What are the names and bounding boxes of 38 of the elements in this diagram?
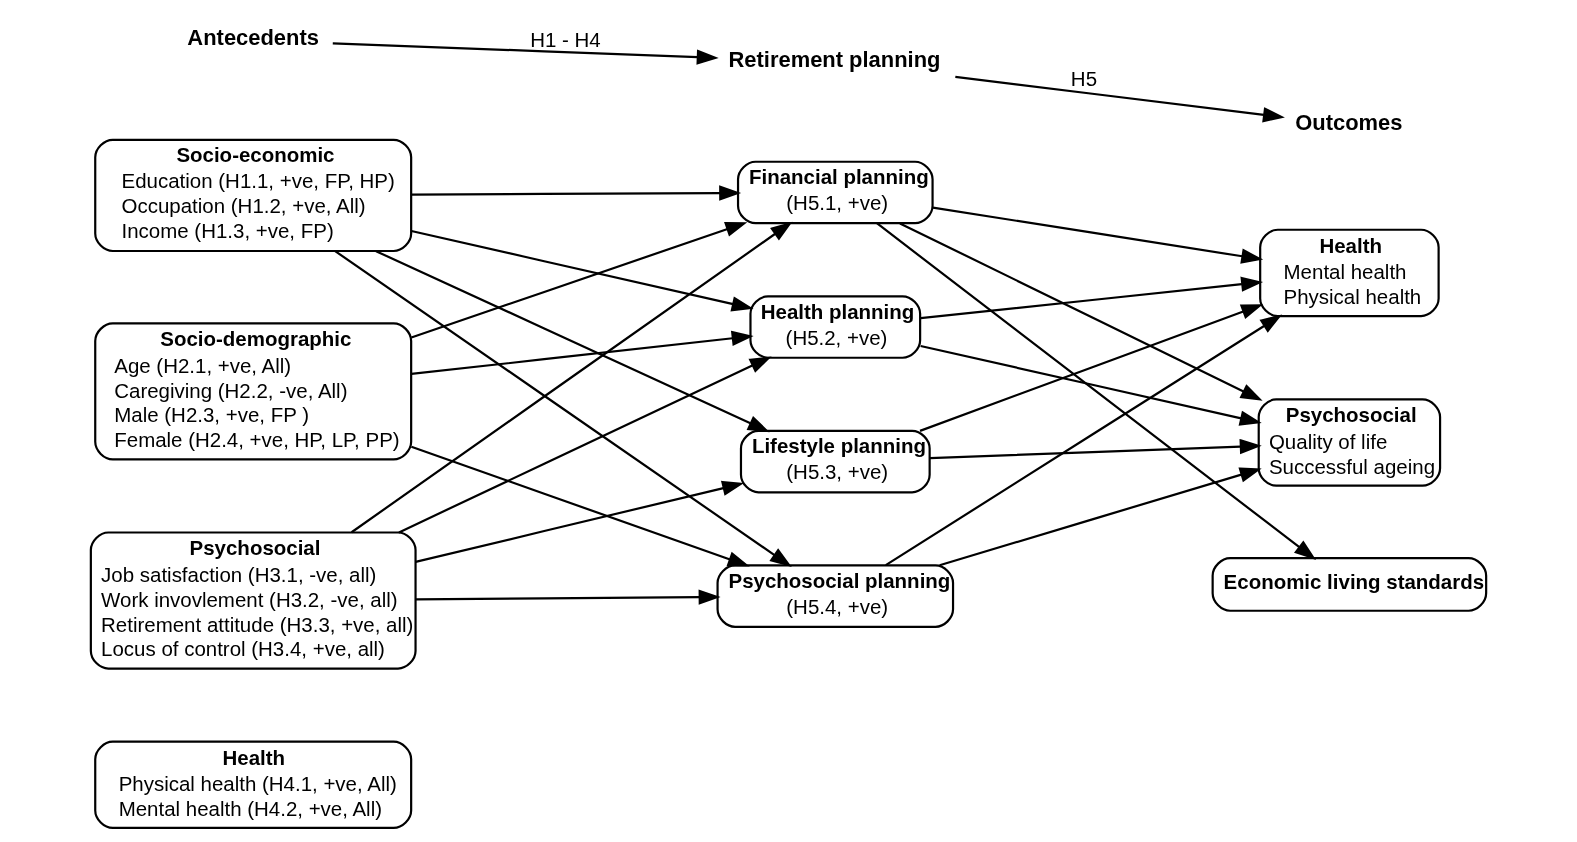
arrow (929, 438, 1262, 460)
arrow (411, 185, 742, 201)
arrow (920, 276, 1264, 320)
arrow (415, 480, 745, 563)
node-box: Economic living standards (1211, 557, 1488, 612)
arrow (899, 222, 1263, 401)
arrow (350, 221, 793, 534)
arrow (332, 42, 719, 65)
arrow (876, 222, 1317, 561)
arrow (411, 330, 754, 376)
node-text: Outcomes (1295, 109, 1403, 135)
node-text: Antecedents (187, 24, 319, 50)
arrow (375, 250, 770, 433)
arrow (919, 304, 1264, 432)
node-box: Psychosocial Quality of life Successful ageing (1257, 398, 1442, 487)
arrow (415, 589, 721, 605)
node-box: Health Mental health Physical health (1259, 228, 1440, 318)
arrow (398, 356, 772, 534)
node-box: Socio-economic Education (H1.1, +ve, FP, HP) Occupation (H1.2, +ve, All) Income (H1.3, +ve, FP) (94, 138, 413, 253)
node-box: Psychosocial planning (H5.4, +ve) (716, 564, 955, 628)
arrow (411, 445, 750, 567)
arrow (955, 75, 1285, 123)
edge-label: H5 (1070, 67, 1098, 90)
arrow (885, 314, 1283, 567)
node-text: Retirement planning (728, 46, 941, 72)
node-box: Financial planning (H5.1, +ve) (736, 160, 934, 225)
arrow (920, 344, 1262, 426)
node-box: Lifestyle planning (H5.3, +ve) (739, 429, 931, 494)
node-box: Psychosocial Job satisfaction (H3.1, -ve, all) Work invovlement (H3.2, -ve, all) Retirement attitude (H3.3, +ve, all) Locus of control (H3.4, +ve, all) (89, 531, 417, 670)
arrow (411, 222, 748, 339)
node-box: Health planning (H5.2, +ve) (749, 295, 922, 359)
arrow (411, 229, 754, 312)
arrow (939, 467, 1262, 567)
node-box: Socio-demographic Age (H2.1, +ve, All) Caregiving (H2.2, -ve, All) Male (H2.3, +ve, FP ) Female (H2.4, +ve, HP, LP, PP) (94, 322, 413, 461)
arrow (932, 206, 1264, 264)
arrow (334, 250, 792, 568)
node-box: Health Physical health (H4.1, +ve, All) Mental health (H4.2, +ve, All) (94, 740, 413, 830)
edge-label: H1 - H4 (530, 27, 601, 51)
